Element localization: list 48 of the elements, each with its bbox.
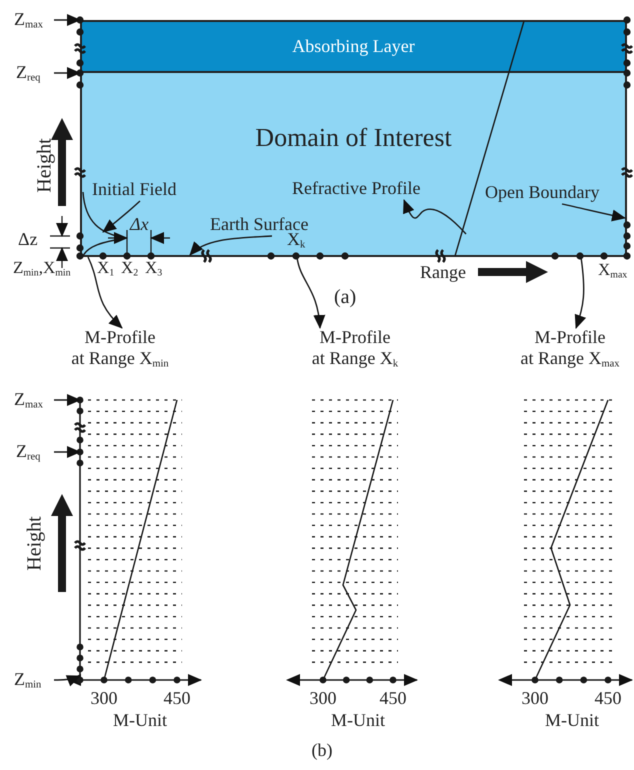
grid-point-label: X$_{1}$: [97, 258, 114, 278]
arrow: [54, 394, 81, 406]
tick-label: 300: [90, 688, 118, 709]
arrow: [403, 199, 467, 234]
domain-region: [80, 73, 627, 257]
grid-point-label: X$_{3}$: [145, 258, 162, 278]
arrow: [87, 256, 123, 329]
band-label: Absorbing Layer: [291, 36, 416, 57]
height-marker-label: Z$_{req}$: [16, 441, 54, 463]
region-label: Domain of Interest: [254, 123, 453, 153]
dimension-label: Δx: [130, 214, 149, 235]
grid-point-label: X$_{max}$: [598, 260, 628, 280]
height-marker-label: Z$_{min}$: [14, 669, 54, 691]
arrow: [296, 256, 325, 329]
absorbing-layer-band: [80, 20, 627, 73]
height-marker-label: Z$_{req}$: [16, 62, 54, 84]
leader-label: Initial Field: [92, 179, 196, 201]
arrow: [574, 256, 586, 329]
axis-label: Height: [24, 516, 47, 570]
tick-label: 450: [380, 688, 406, 709]
arrow: [54, 674, 81, 686]
axis-label: M-Unit: [545, 710, 599, 731]
arrow: [102, 200, 140, 233]
arrow: [189, 235, 272, 256]
leader-label: Refractive Profile: [292, 178, 450, 200]
dimension-label: Δz: [18, 229, 38, 250]
axis-label: Range: [420, 262, 466, 283]
axis-label: Height: [34, 138, 57, 192]
grid-point-label: X$_{k}$: [287, 229, 306, 250]
tick-label: 300: [310, 688, 336, 709]
tick-label: 300: [522, 688, 548, 709]
panel-label: (a): [334, 286, 356, 309]
leader-label: Open Boundary: [485, 182, 625, 204]
profile-title: M-Profile at Range X$_{max}$: [506, 327, 634, 369]
profile-title: M-Profile at Range X$_{min}$: [52, 327, 188, 369]
height-marker-label: Z$_{max}$: [14, 389, 54, 411]
arrow: [54, 14, 81, 26]
profile-title: M-Profile at Range X$_{k}$: [287, 327, 423, 369]
tick-label: 450: [164, 688, 190, 709]
panel-label: (b): [312, 740, 332, 761]
axis-label: M-Unit: [331, 710, 385, 731]
grid-point-label: Z$_{min}$,X$_{min}$: [13, 258, 71, 278]
tick-label: 450: [594, 688, 622, 709]
axis-label: M-Unit: [113, 710, 167, 731]
refractive-profile-line: [453, 20, 526, 257]
grid-point-label: X$_{2}$: [121, 258, 138, 278]
arrow: [562, 203, 626, 222]
height-marker-label: Z$_{max}$: [14, 9, 54, 31]
